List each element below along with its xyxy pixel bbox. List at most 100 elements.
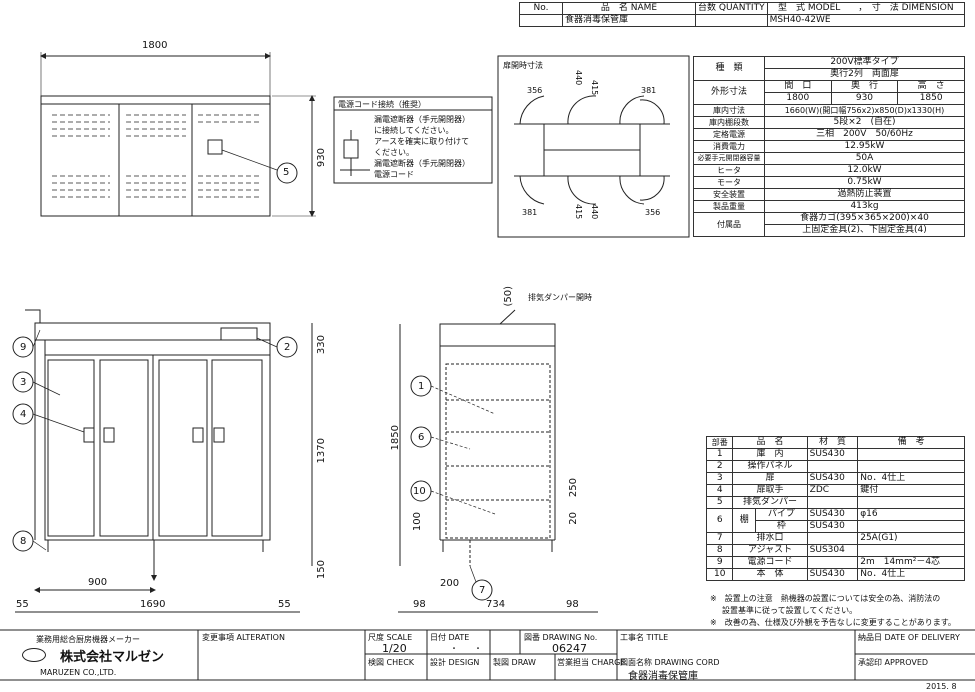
parts-header: 品 名 (732, 436, 808, 449)
part-name: 庫 内 (732, 448, 808, 461)
title-block-frame (0, 629, 975, 681)
part-material: ZDC (806, 484, 859, 497)
spec-type-label: 種 類 (693, 56, 765, 81)
charge-label: 営業担当 CHARGE (557, 658, 626, 667)
part-material: SUS430 (806, 520, 859, 533)
part-name: 本 体 (732, 568, 808, 581)
company-subtitle: 業務用総合厨房機器メーカー (36, 635, 140, 644)
part-no: 8 (705, 544, 734, 557)
part-note: 鍵付 (857, 484, 965, 497)
power-box (333, 96, 493, 184)
part-no: 5 (705, 496, 734, 509)
part-material (806, 496, 859, 509)
spec-table: 種 類 200V標準タイプ 奥行2列 両面扉 外形寸法 間 口 奥 行 高 さ … (693, 56, 965, 237)
part-no: 3 (705, 472, 734, 485)
drawing-cord-value: 食器消毒保管庫 (628, 671, 698, 682)
part-material: SUS430 (806, 568, 859, 581)
part-note (857, 544, 965, 557)
balloon-9: 9 (20, 342, 27, 353)
part-no: 9 (705, 556, 734, 569)
part-material (806, 556, 859, 569)
parts-note-2: ※ 改善の為、仕様及び外観を予告なしに変更することがあります。 (710, 618, 956, 627)
dim-100: 100 (412, 512, 423, 532)
balloon-1: 1 (418, 381, 425, 392)
power-box-text-3: アースを確実に取り付けて (374, 137, 470, 146)
alteration-label: 変更事項 ALTERATION (202, 633, 285, 642)
spec-accessory-2: 上固定金具(2)、下固定金具(4) (764, 224, 965, 237)
balloon-7: 7 (479, 585, 486, 596)
dim-250: 250 (568, 478, 579, 498)
power-box-breaker: 漏電遮断器（手元開閉器） (374, 159, 470, 168)
part-material: SUS304 (806, 544, 859, 557)
part-name: 扉 (732, 472, 808, 485)
dim-top-width: 1800 (142, 40, 168, 51)
power-box-text-1: 漏電遮断器（手元開閉器） (374, 115, 470, 124)
part-note: φ16 (857, 508, 965, 521)
part-material: SUS430 (806, 448, 859, 461)
part-no: 10 (705, 568, 734, 581)
dim-1690: 1690 (140, 599, 166, 610)
part-material: SUS430 (806, 508, 859, 521)
scale-label: 尺度 SCALE (368, 633, 413, 642)
header-table: No. 品 名 NAME 台数 QUANTITY 型 式 MODEL ， 寸 法… (519, 2, 966, 27)
footer-date: 2015. 8 (926, 682, 957, 691)
power-box-title: 電源コード接続（推奨） (338, 100, 426, 109)
delivery-label: 納品日 DATE OF DELIVERY (858, 633, 960, 642)
part-name: 排気ダンパー (732, 496, 808, 509)
balloon-3: 3 (20, 377, 27, 388)
header-product-name: 食器消毒保管庫 (562, 14, 696, 27)
part-name: アジャスト (732, 544, 808, 557)
dim-734: 734 (486, 599, 506, 610)
date-value: ・ ・ (450, 644, 482, 653)
design-label: 設計 DESIGN (430, 658, 480, 667)
drawing-cord-label: 図面名称 DRAWING CORD (620, 658, 720, 667)
part-note: 2m 14mm²－4芯 (857, 556, 965, 569)
dim-200: 200 (440, 578, 460, 589)
part-material (806, 460, 859, 473)
parts-header: 備 考 (857, 436, 965, 449)
part-note (857, 520, 965, 533)
dim-50: (50) (503, 286, 514, 307)
check-label: 検図 CHECK (368, 658, 415, 667)
dim-415-b: 415 (574, 204, 583, 220)
balloon-10: 10 (413, 486, 426, 497)
part-name: 電源コード (732, 556, 808, 569)
side-view (398, 309, 598, 613)
dim-150: 150 (316, 560, 327, 580)
dim-98-left: 98 (413, 599, 426, 610)
dim-1850: 1850 (390, 425, 401, 451)
dim-356: 356 (527, 86, 543, 95)
power-box-text-4: ください。 (374, 148, 414, 157)
parts-header: 部番 (705, 436, 734, 449)
dim-98-right: 98 (566, 599, 579, 610)
power-box-text-2: に接続してください。 (374, 126, 454, 135)
part-no: 2 (705, 460, 734, 473)
part-note: No．4仕上 (857, 472, 965, 485)
door-swing-diagram (497, 55, 690, 238)
part-name: 操作パネル (732, 460, 808, 473)
front-main-view (12, 309, 313, 613)
dim-20: 20 (568, 512, 579, 525)
part-no: 1 (705, 448, 734, 461)
part-note: No．4仕上 (857, 568, 965, 581)
part-material: SUS430 (806, 472, 859, 485)
dim-900: 900 (88, 577, 108, 588)
header-model: MSH40-42WE (766, 14, 966, 27)
drawing-no-label: 図番 DRAWING No. (524, 633, 598, 642)
door-swing-title: 扉開時寸法 (503, 61, 543, 70)
part-note (857, 496, 965, 509)
drawing-no: 06247 (552, 642, 587, 655)
part-sub-name: 枠 (755, 520, 808, 533)
part-sub-name: パイプ (755, 508, 808, 521)
dim-356-b: 356 (645, 208, 661, 217)
part-no: 4 (705, 484, 734, 497)
part-note: 25A(G1) (857, 532, 965, 545)
